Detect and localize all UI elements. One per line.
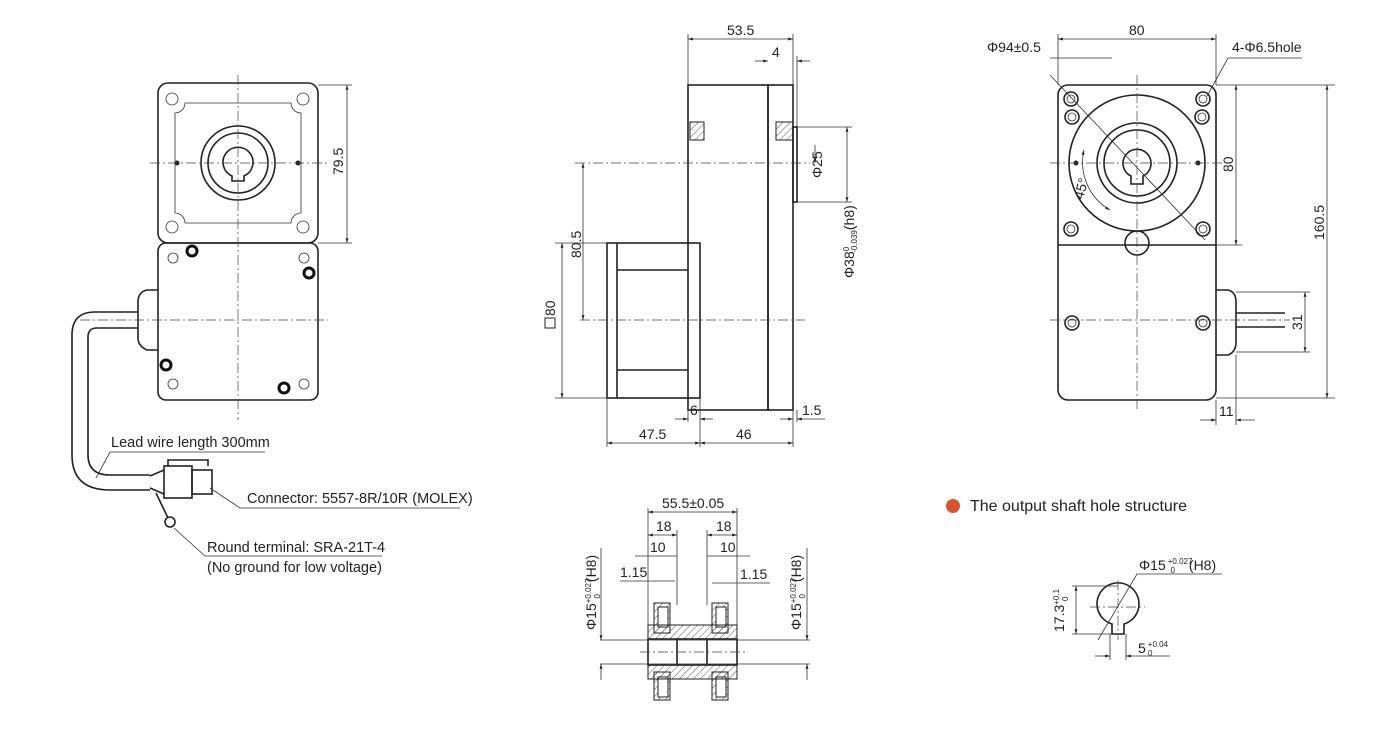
dim-width-80: 80: [1129, 22, 1145, 38]
dim-phi25: Φ25: [809, 151, 825, 178]
dim-4: 4: [772, 44, 780, 60]
dim-4-holes: 4-Φ6.5hole: [1232, 39, 1302, 55]
dim-square-80: 80: [542, 300, 558, 316]
dim-47-5: 47.5: [639, 426, 666, 442]
side-view: 53.5 4 Φ25 Φ380-0.039(h8) 80.5 80 6 1.5 …: [542, 22, 859, 447]
dim-46: 46: [736, 426, 752, 442]
dim-phi94: Φ94±0.5: [987, 39, 1041, 55]
dim-79-5: 79.5: [330, 148, 346, 175]
bore-dim-left: Φ15+0.0270(H8): [583, 555, 602, 630]
keyhole-profile: [1096, 582, 1140, 635]
dim-11: 11: [1219, 403, 1234, 419]
dim-1-15-right: 1.15: [740, 566, 767, 582]
dim-18-right: 18: [716, 518, 732, 534]
dim-phi38: Φ380-0.039(h8): [841, 205, 859, 278]
dim-10-right: 10: [720, 539, 736, 555]
dim-1-5: 1.5: [802, 402, 822, 418]
dim-6: 6: [690, 402, 698, 418]
terminal-label: Round terminal: SRA-21T-4: [207, 540, 385, 556]
bullet-dot-icon: [946, 499, 960, 513]
connector-label: Connector: 5557-8R/10R (MOLEX): [247, 491, 473, 507]
lead-wire-label: Lead wire length 300mm: [111, 435, 270, 451]
dim-10-left: 10: [650, 539, 666, 555]
terminal-note: (No ground for low voltage): [207, 560, 382, 576]
dim-160-5: 160.5: [1311, 205, 1327, 240]
left-view: 79.5 Lead wire length 300mm Connector: 5…: [71, 75, 473, 576]
lead-wire: [71, 311, 150, 491]
round-terminal: [164, 516, 176, 528]
gearbox-front: [1057, 84, 1217, 401]
dim-53-5: 53.5: [727, 22, 754, 38]
dim-square-80: 80: [1220, 156, 1236, 172]
dim-55-5: 55.5±0.05: [662, 495, 724, 511]
key-depth-dim: 17.3+0.10: [1051, 588, 1070, 632]
dim-80-5: 80.5: [568, 231, 584, 258]
keyed-bore: [1122, 148, 1152, 185]
hole-structure: The output shaft hole structure Φ15+0.02…: [946, 498, 1222, 660]
connector: [149, 459, 213, 499]
section-view: 55.5±0.05 18 18 10 10 1.15 1.15 Φ15+0.02…: [583, 495, 810, 701]
dim-31: 31: [1289, 314, 1305, 330]
cable-boss: [1216, 289, 1237, 356]
keyed-bore: [222, 146, 254, 182]
motor-side: [606, 242, 701, 399]
bore-dim-right: Φ15+0.0270(H8): [788, 555, 807, 630]
hole-structure-title: The output shaft hole structure: [970, 498, 1187, 515]
angle-45: 45°: [1070, 176, 1091, 201]
front-view: Φ94±0.5 4-Φ6.5hole 80 80 160.5 31 11 45°: [987, 22, 1335, 425]
dim-18-left: 18: [656, 518, 672, 534]
dim-1-15-left: 1.15: [620, 564, 647, 580]
ground-wire: [155, 492, 169, 519]
